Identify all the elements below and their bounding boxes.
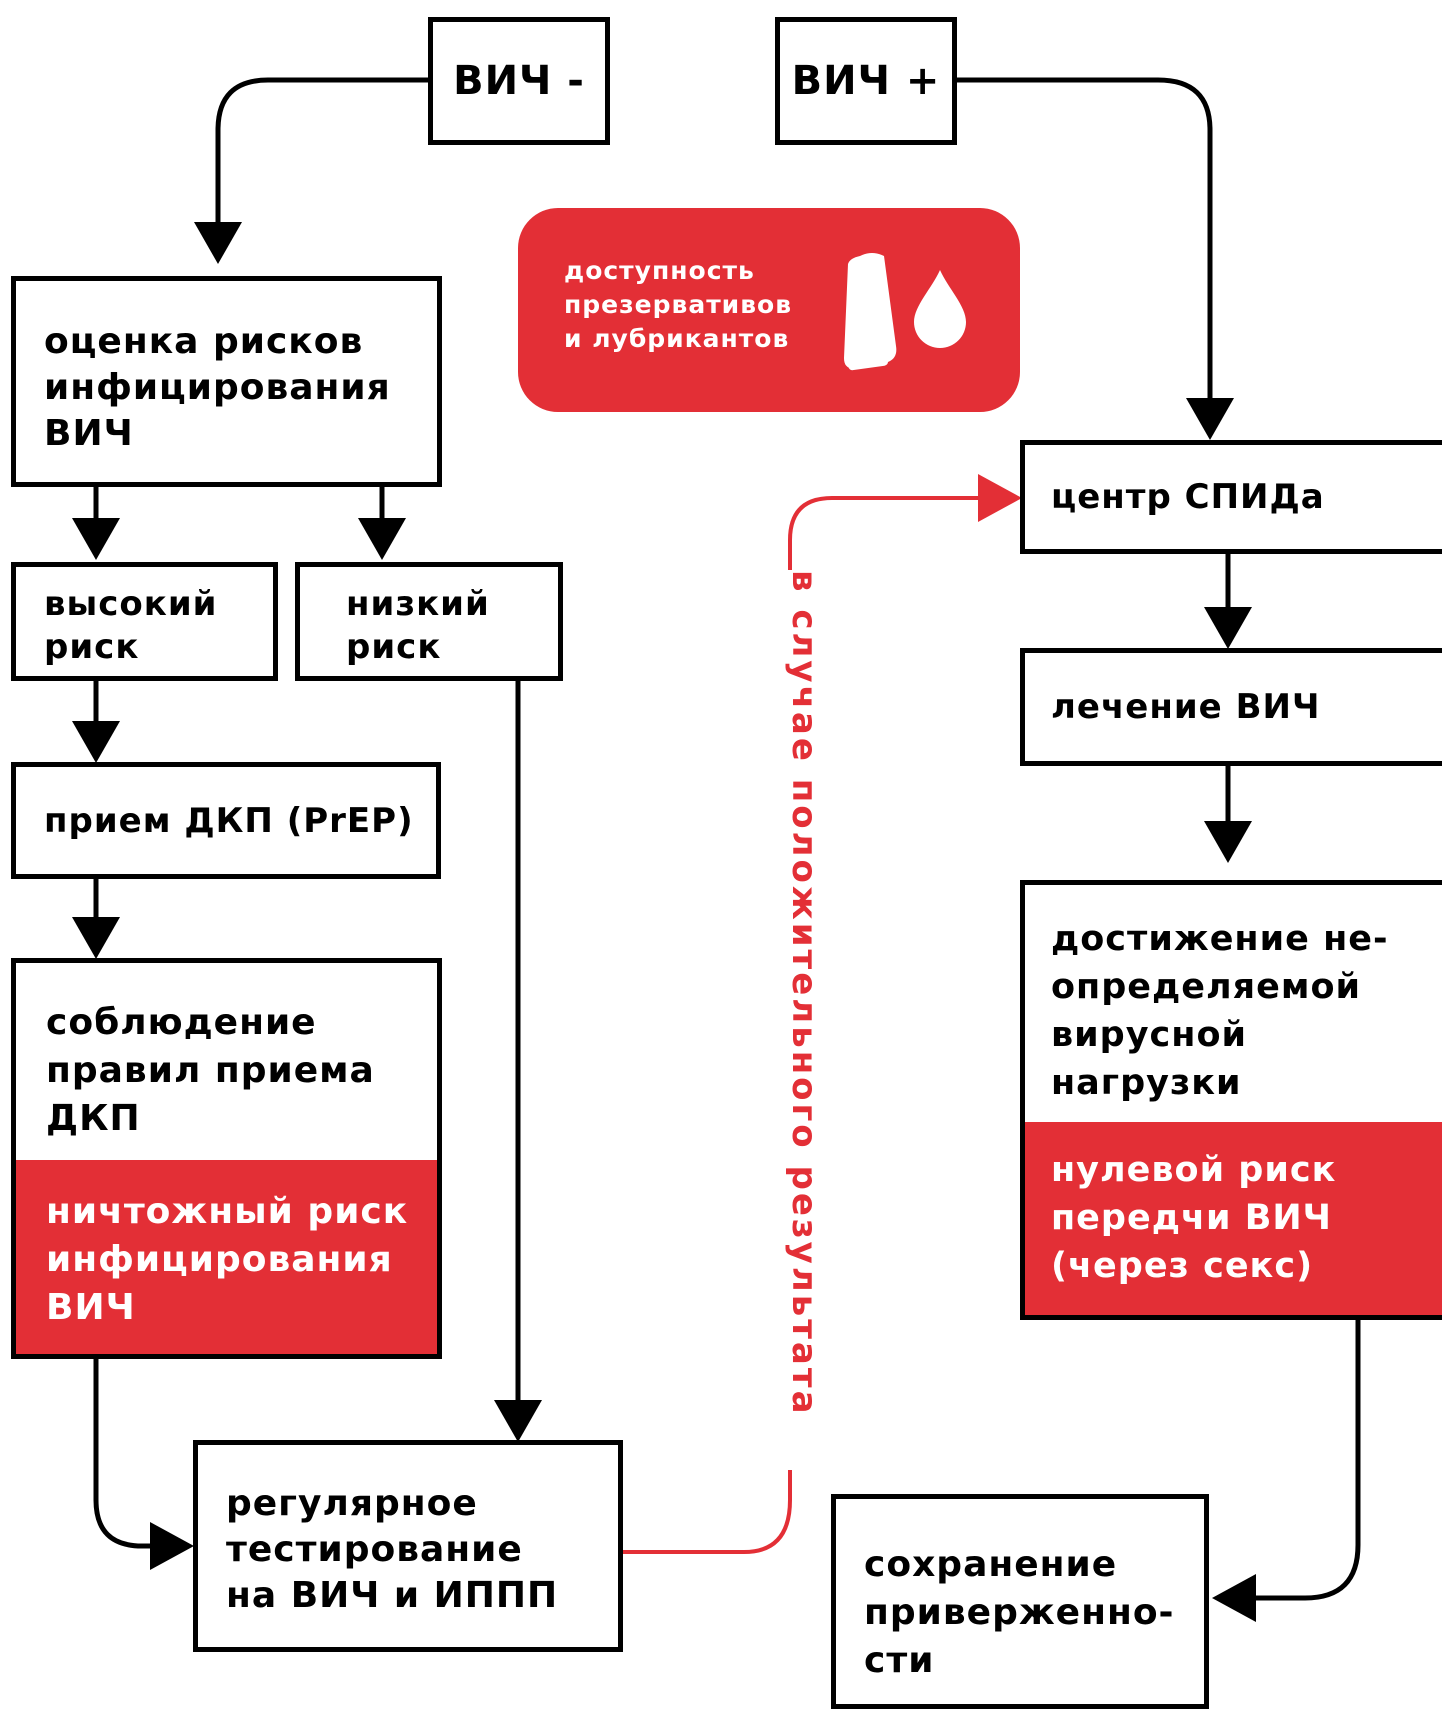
promo-card: доступность презервативов и лубрикантов <box>518 208 1020 412</box>
node-low-risk: низкий риск <box>295 562 563 681</box>
positive-result-label: в случае положительного результата <box>780 570 828 1470</box>
node-adherence-prep: соблюдение правил приема ДКП ничтожный р… <box>11 958 442 1359</box>
negligible-risk-label: ничтожный риск инфицирования ВИЧ <box>46 1191 409 1328</box>
arrowhead-down <box>1204 821 1252 863</box>
arrowhead-right <box>150 1522 194 1570</box>
node-high-risk-label: высокий риск <box>44 584 218 667</box>
node-prep: прием ДКП (PrEP) <box>11 762 441 879</box>
node-low-risk-label: низкий риск <box>346 584 490 667</box>
node-hiv-negative-label: ВИЧ - <box>453 58 585 104</box>
drop-icon <box>914 270 966 348</box>
arrowhead-down <box>72 518 120 560</box>
condom-icon <box>844 253 897 371</box>
arrowhead-right-red <box>978 474 1022 522</box>
node-risk-assessment-label: оценка рисков инфицирования ВИЧ <box>44 321 391 454</box>
edge-pos-to-center <box>955 77 1213 400</box>
node-adherence-prep-label: соблюдение правил приема ДКП <box>46 1002 375 1139</box>
node-high-risk: высокий риск <box>11 562 278 681</box>
node-keep-adherence-label: сохранение приверженно- сти <box>864 1544 1175 1681</box>
arrowhead-down <box>358 518 406 560</box>
arrowhead-down <box>194 222 242 264</box>
node-undetectable-label: достижение не- определяемой вирусной наг… <box>1051 919 1389 1103</box>
edge-negligible-to-testing <box>93 1357 156 1549</box>
edge-testing-to-center <box>622 496 985 1554</box>
node-hiv-positive: ВИЧ + <box>775 17 957 145</box>
arrowhead-down <box>1204 607 1252 649</box>
arrowhead-down <box>72 917 120 959</box>
zero-risk-panel: нулевой риск передчи ВИЧ (через секс) <box>1025 1122 1442 1315</box>
edge-neg-to-assessment <box>215 77 428 225</box>
edge-zero-to-keep <box>1250 1318 1361 1601</box>
node-prep-label: прием ДКП (PrEP) <box>44 800 414 841</box>
promo-text: доступность презервативов и лубрикантов <box>564 256 793 353</box>
node-hiv-treatment-label: лечение ВИЧ <box>1051 687 1321 727</box>
negligible-risk-panel: ничтожный риск инфицирования ВИЧ <box>16 1160 437 1354</box>
node-regular-testing-label: регулярное тестирование на ВИЧ и ИППП <box>226 1483 559 1616</box>
node-aids-center-label: центр СПИДа <box>1051 477 1325 517</box>
arrowhead-down <box>494 1400 542 1442</box>
zero-risk-label: нулевой риск передчи ВИЧ (через секс) <box>1051 1150 1337 1286</box>
node-hiv-negative: ВИЧ - <box>428 17 610 145</box>
node-regular-testing: регулярное тестирование на ВИЧ и ИППП <box>193 1440 623 1652</box>
node-undetectable: достижение не- определяемой вирусной наг… <box>1020 880 1442 1320</box>
node-hiv-treatment: лечение ВИЧ <box>1020 648 1442 766</box>
node-keep-adherence: сохранение приверженно- сти <box>831 1494 1209 1709</box>
node-risk-assessment: оценка рисков инфицирования ВИЧ <box>11 276 442 487</box>
arrowhead-down <box>72 721 120 763</box>
arrowhead-left <box>1212 1574 1256 1622</box>
node-hiv-positive-label: ВИЧ + <box>791 58 941 104</box>
node-aids-center: центр СПИДа <box>1020 440 1442 554</box>
arrowhead-down <box>1186 398 1234 440</box>
